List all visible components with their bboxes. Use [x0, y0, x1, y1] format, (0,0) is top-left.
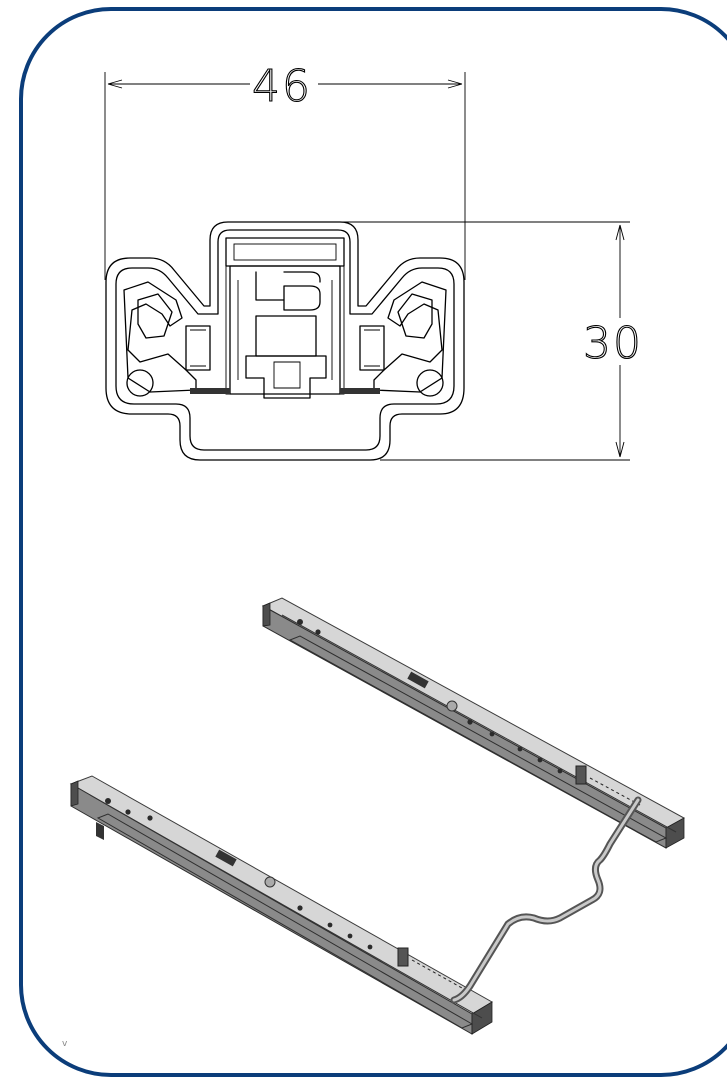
- central-carriage: [190, 237, 380, 399]
- cross-section-view: 46 30: [104, 60, 643, 461]
- right-hook: [373, 281, 447, 393]
- width-dimension-label: 46: [252, 61, 312, 112]
- release-bar: [450, 796, 642, 1004]
- width-dimension: 46: [104, 60, 466, 280]
- upper-rail: [261, 597, 686, 849]
- left-hook: [123, 281, 197, 393]
- rail-inner-profile: [115, 229, 455, 451]
- corner-mark: v: [62, 1039, 68, 1049]
- frame-border: [19, 7, 727, 1077]
- rail-outer-profile: [105, 221, 465, 461]
- lower-rail: [69, 775, 493, 1035]
- isometric-rail-assembly: [69, 597, 686, 1035]
- height-dimension-label: 30: [583, 318, 643, 369]
- height-dimension: 30: [340, 221, 643, 461]
